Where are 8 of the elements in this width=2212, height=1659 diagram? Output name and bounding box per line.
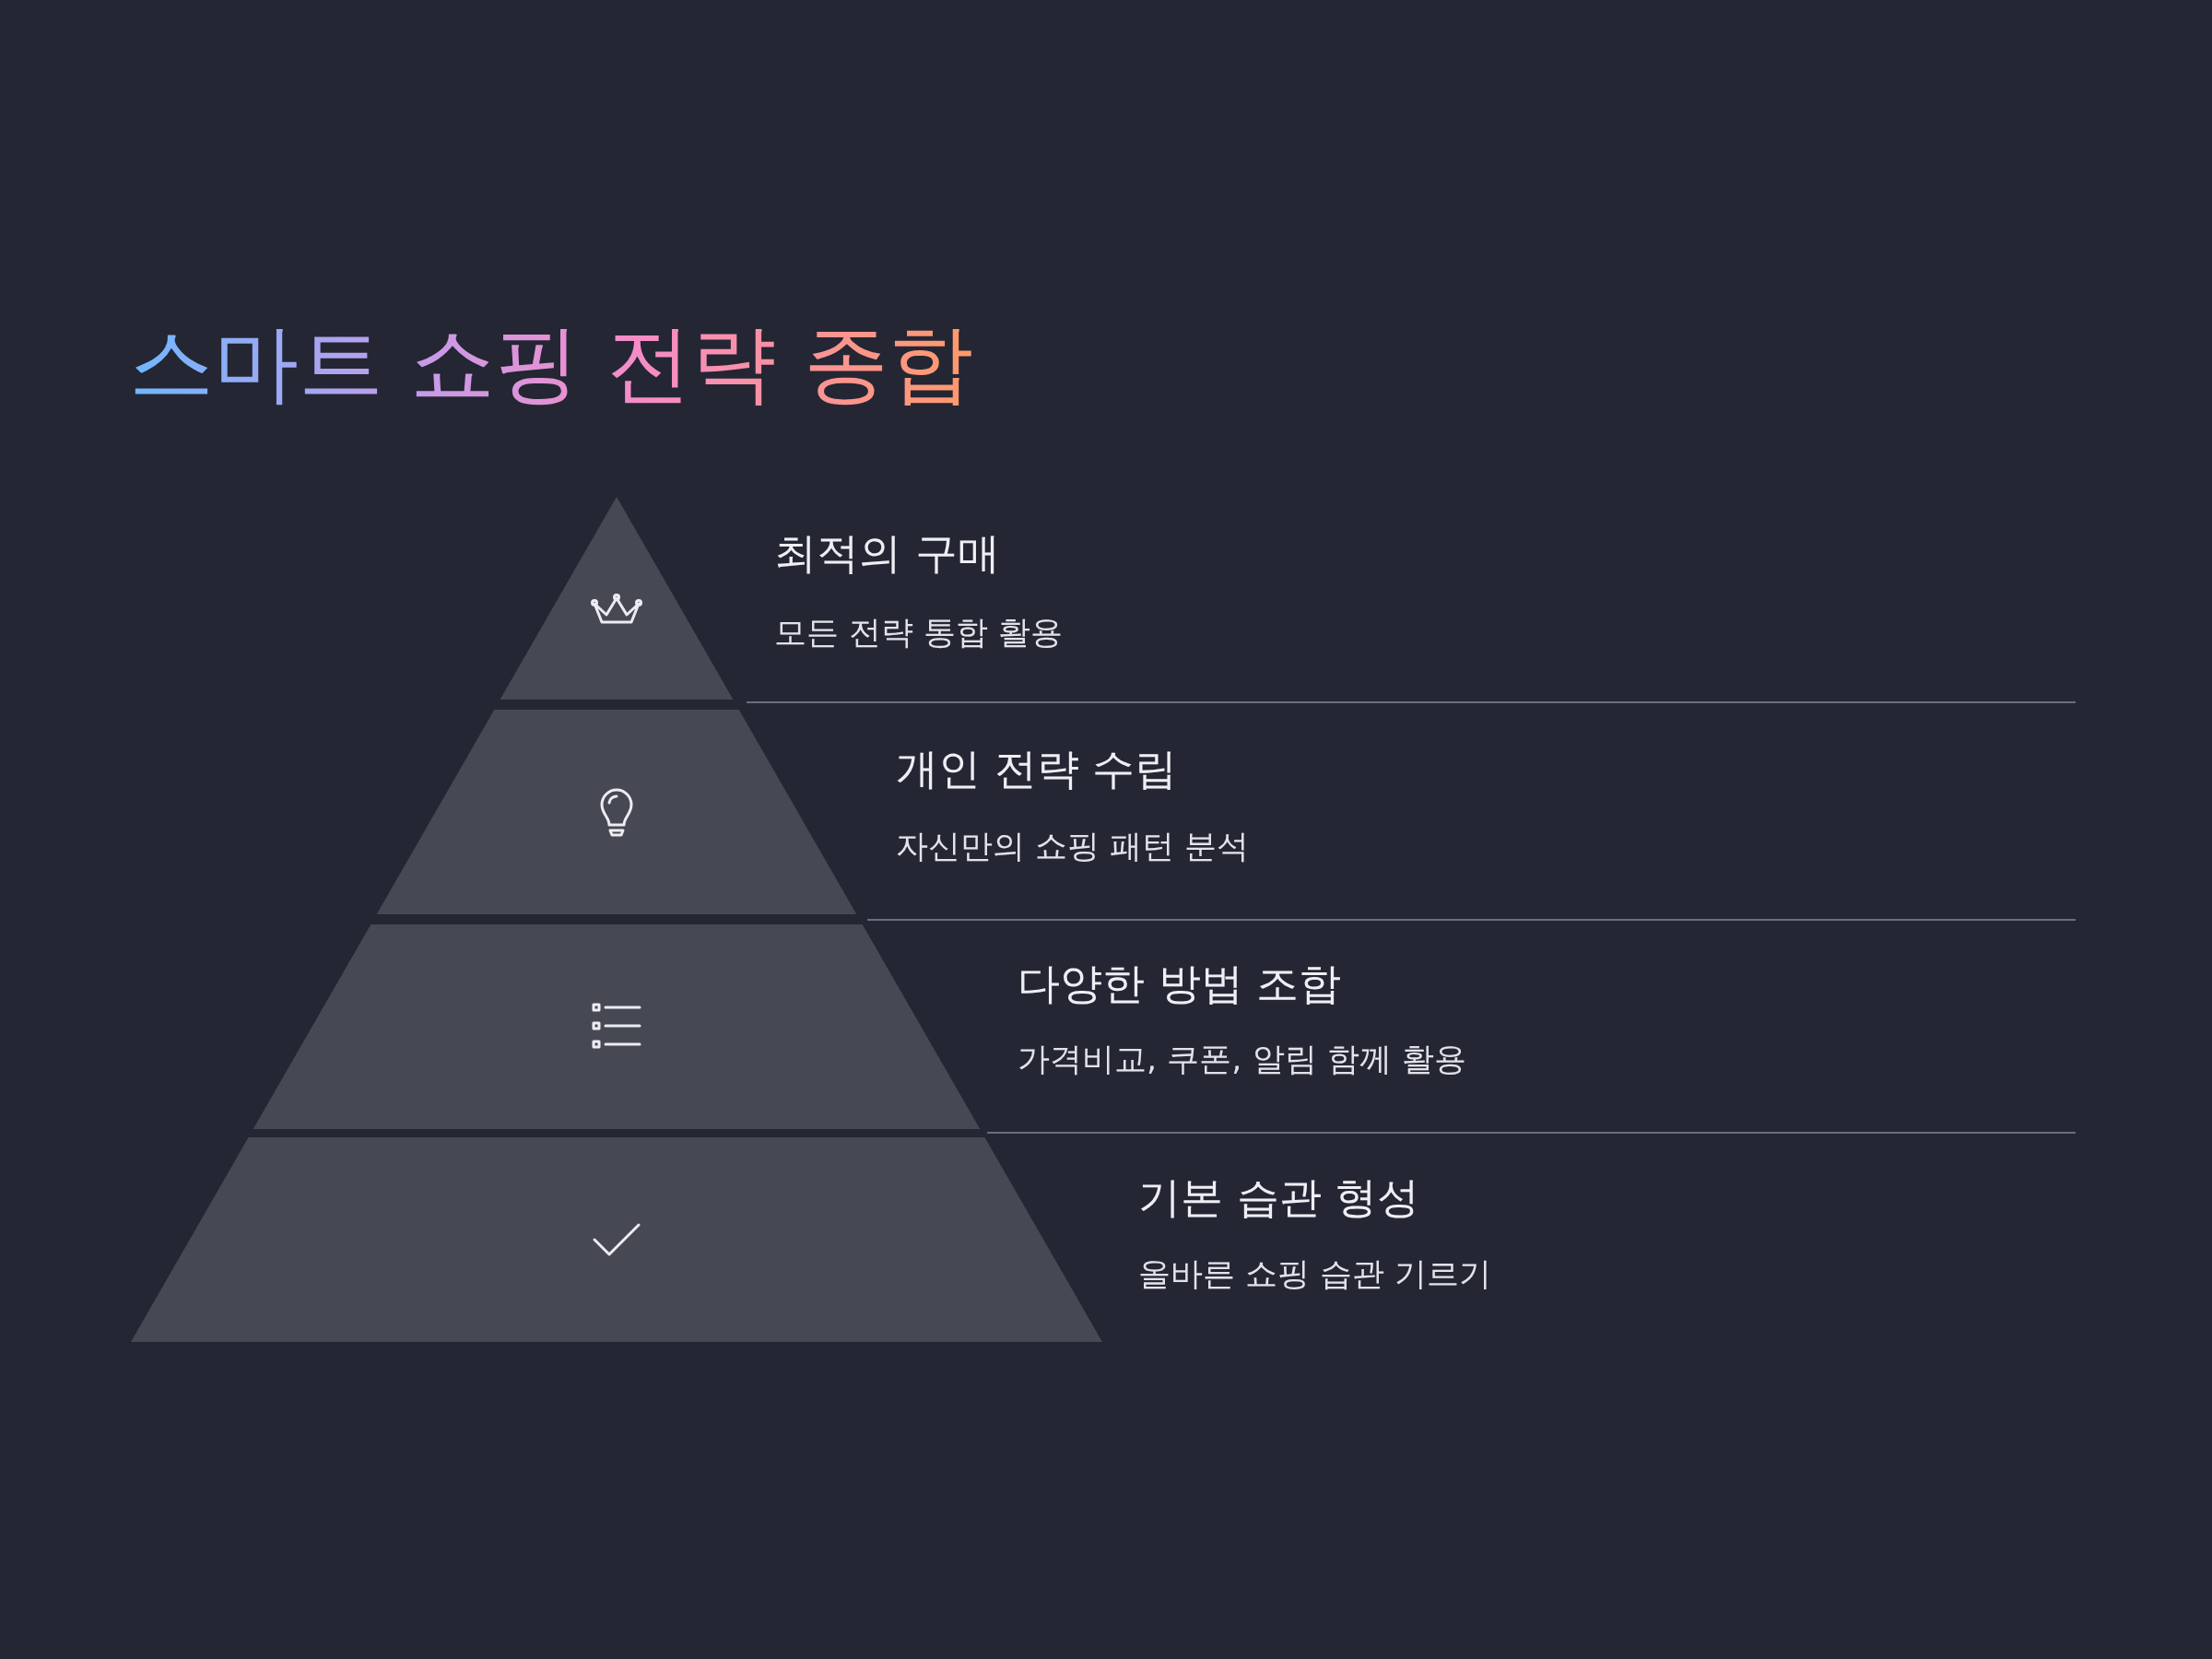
description: 가격비교, 쿠폰, 알림 함께 활용	[1018, 1040, 1466, 1079]
heading: 기본 습관 형성	[1138, 1171, 1420, 1223]
description: 올바른 쇼핑 습관 기르기	[1138, 1254, 1492, 1294]
heading: 개인 전략 수립	[896, 743, 1178, 794]
heading: 다양한 방법 조합	[1018, 958, 1342, 1009]
description: 자신만의 쇼핑 패턴 분석	[896, 827, 1250, 866]
heading: 최적의 구매	[774, 527, 1000, 579]
description: 모든 전략 통합 활용	[774, 613, 1064, 653]
